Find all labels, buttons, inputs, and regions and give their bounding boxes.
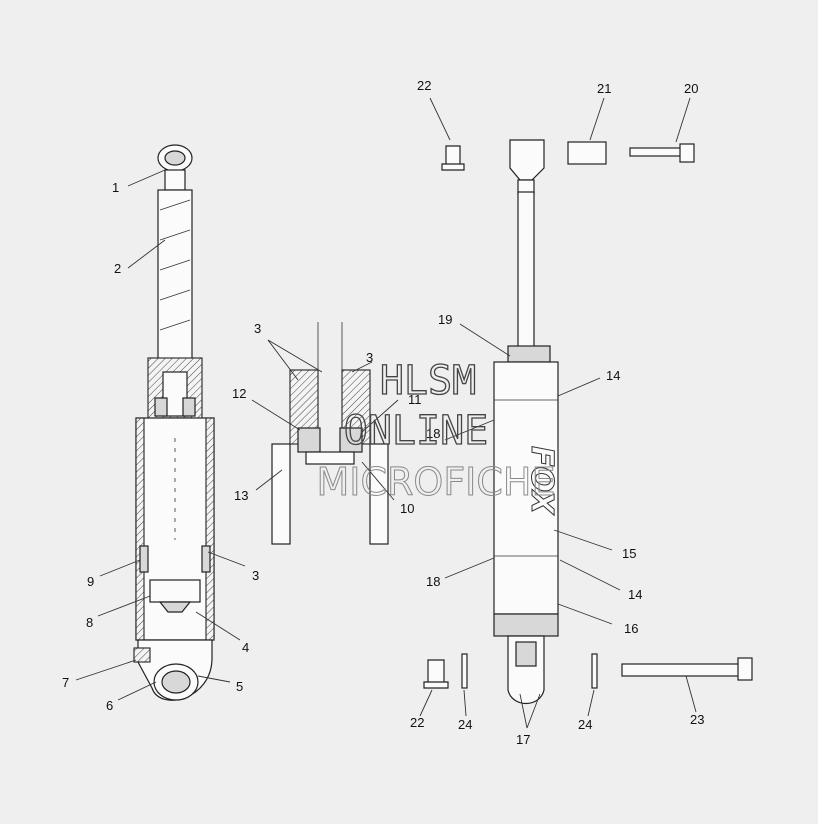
callout-18-b: 18 [426,574,440,589]
watermark-line3: MICROFICHE [316,460,555,504]
callout-20: 20 [684,81,698,96]
callout-7: 7 [62,675,69,690]
callout-21: 21 [597,81,611,96]
washer-left [461,653,468,689]
callout-9: 9 [87,574,94,589]
left-shock-assembly [133,144,215,701]
callout-14-a: 14 [606,368,620,383]
watermark-line1: HLSM [380,358,476,404]
callout-3-a: 3 [254,321,261,336]
callout-labels: 1 2 3 3 3 4 5 6 7 8 9 10 11 12 13 14 14 … [62,78,704,747]
upper-eyelet [157,144,193,191]
callout-1: 1 [112,180,119,195]
callout-12: 12 [232,386,246,401]
callout-22-a: 22 [417,78,431,93]
exterior-body [493,361,559,615]
flange-nut-bottom [423,659,449,689]
exterior-shaft [517,191,535,349]
watermark-line2: ONLINE [344,408,489,454]
right-shock-assembly: FOX [493,139,560,704]
callout-2: 2 [114,261,121,276]
callout-22-b: 22 [410,715,424,730]
leader-lines [75,97,697,729]
bumper [507,345,551,363]
callout-11: 11 [408,392,422,407]
seal-head-detail-section [271,322,389,545]
piston-shaft [157,189,193,361]
callout-15: 15 [622,546,636,561]
lower-eyelet [133,639,213,701]
callout-19: 19 [438,312,452,327]
top-mount-eye [509,139,545,195]
callout-16: 16 [624,621,638,636]
fox-logo: FOX [524,446,559,516]
callout-8: 8 [86,615,93,630]
callout-4: 4 [242,640,249,655]
callout-18-a: 18 [426,426,440,441]
callout-3-b: 3 [366,350,373,365]
bolt-long [621,657,753,681]
callout-24-a: 24 [458,717,472,732]
shock-body [135,417,215,641]
flange-nut-top [441,145,465,171]
callout-3-c: 3 [252,568,259,583]
bolt-short [629,143,695,163]
callout-17: 17 [516,732,530,747]
callout-14-b: 14 [628,587,642,602]
callout-24-b: 24 [578,717,592,732]
callout-13: 13 [234,488,248,503]
callout-5: 5 [236,679,243,694]
watermark: HLSM ONLINE MICROFICHE [316,357,556,504]
callout-6: 6 [106,698,113,713]
hardware-parts [423,141,753,689]
callout-10: 10 [400,501,414,516]
bottom-mount-eye [507,635,545,704]
spacer [567,141,607,165]
washer-right [591,653,598,689]
body-end-cap [493,613,559,637]
callout-23: 23 [690,712,704,727]
